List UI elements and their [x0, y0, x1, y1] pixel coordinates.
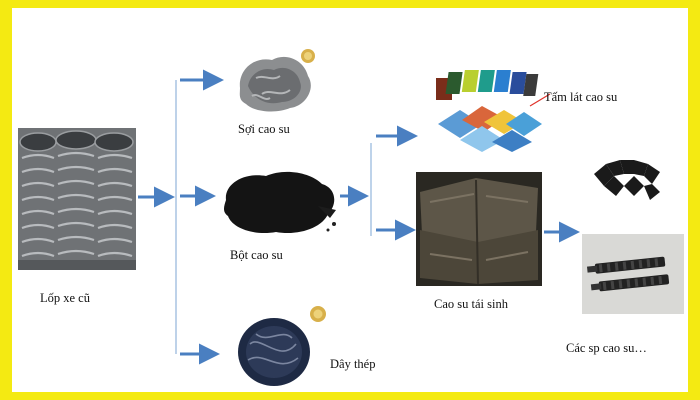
steel-wire-image	[230, 304, 334, 390]
old-tires-label: Lốp xe cũ	[40, 291, 90, 305]
diagram-canvas: Lốp xe cũ Sợi cao su	[12, 8, 688, 392]
flow-connectors	[138, 69, 580, 365]
rubber-powder-label: Bột cao su	[230, 248, 283, 262]
rubber-fiber-image	[234, 48, 316, 116]
rubber-products-image-2	[582, 234, 684, 314]
rubber-products-image-1	[588, 146, 672, 210]
old-tires-image	[18, 128, 136, 270]
rubber-tiles-label: Tấm lát cao su	[544, 90, 618, 104]
reclaimed-rubber-label: Cao su tái sinh	[434, 297, 508, 311]
steel-wire-label: Dây thép	[330, 357, 376, 371]
rubber-tiles-image	[432, 62, 546, 152]
rubber-products-label: Các sp cao su…	[566, 341, 647, 355]
rubber-fiber-label: Sợi cao su	[238, 122, 290, 136]
reclaimed-rubber-image	[416, 172, 542, 286]
rubber-powder-image	[218, 166, 340, 238]
